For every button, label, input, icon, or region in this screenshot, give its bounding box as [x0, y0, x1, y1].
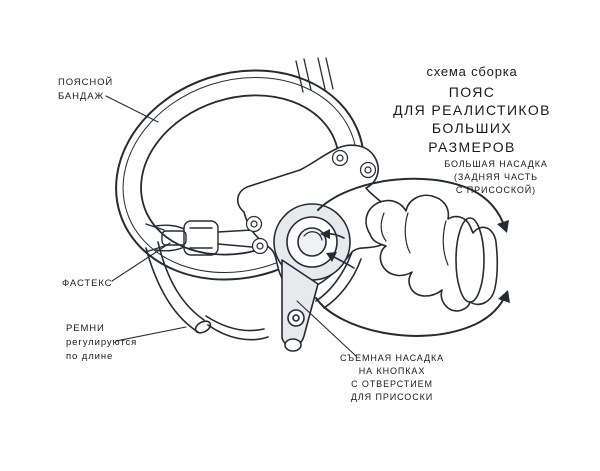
- label-fastex: ФАСТЕКС: [62, 278, 113, 289]
- o-ring-drawing: [273, 203, 351, 281]
- arrow-heads: [320, 220, 510, 303]
- scheme-title: ПОЯС ДЛЯ РЕАЛИСТИКОВ БОЛЬШИХ РАЗМЕРОВ: [393, 84, 551, 155]
- band-keeper-loops: [295, 57, 334, 93]
- adjustable-straps-drawing: [145, 241, 362, 341]
- label-big-attachment: БОЛЬШАЯ НАСАДКА (ЗАДНЯЯ ЧАСТЬ С ПРИСОСКО…: [444, 159, 548, 196]
- label-straps: РЕМНИ регулируются по длине: [66, 323, 138, 362]
- title-block: схема сборка ПОЯС ДЛЯ РЕАЛИСТИКОВ БОЛЬШИ…: [392, 64, 552, 156]
- label-removable-attachment: СЪЕМНАЯ НАСАДКА НА КНОПКАХ С ОТВЕРСТИЕМ …: [339, 353, 445, 403]
- big-attachment-drawing: [365, 194, 499, 312]
- scheme-subtitle: схема сборка: [426, 64, 518, 79]
- fastex-buckle-drawing: [145, 220, 253, 256]
- label-waist-band: ПОЯСНОЙ БАНДАЖ: [58, 77, 114, 102]
- leader-lines: [105, 95, 357, 357]
